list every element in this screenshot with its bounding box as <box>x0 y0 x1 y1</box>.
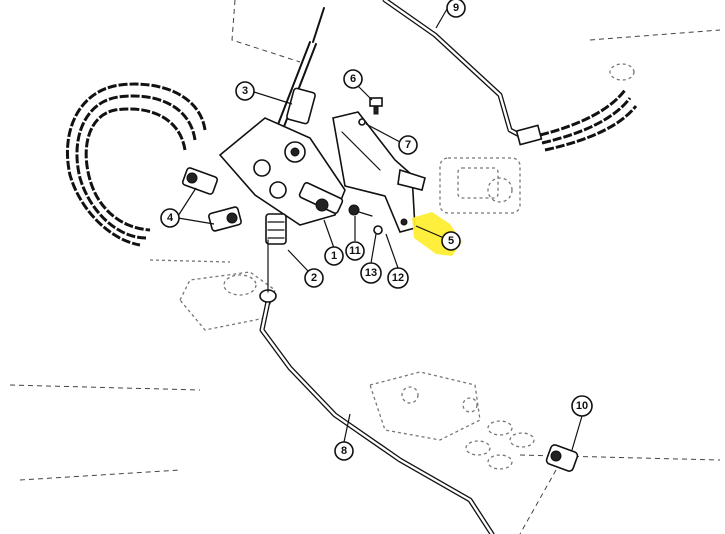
callout-9[interactable]: 9 <box>435 0 466 29</box>
callout-label: 5 <box>448 235 454 247</box>
callout-label: 3 <box>242 85 248 97</box>
mounting-bracket[interactable] <box>332 111 426 233</box>
hardware-small[interactable] <box>348 97 383 235</box>
callout-label: 13 <box>365 267 377 279</box>
callout-label: 11 <box>349 245 361 257</box>
callout-11[interactable]: 11 <box>345 216 365 261</box>
control-valve-outline <box>369 371 535 470</box>
callout-3[interactable]: 3 <box>235 81 293 105</box>
callout-2[interactable]: 2 <box>287 249 324 288</box>
callout-label: 4 <box>167 212 174 224</box>
callout-label: 9 <box>453 2 459 14</box>
callout-6[interactable]: 6 <box>343 69 373 101</box>
callout-label: 10 <box>576 400 588 412</box>
control-lever[interactable] <box>271 7 325 143</box>
callout-10[interactable]: 10 <box>571 395 593 451</box>
fitting-elbows[interactable] <box>181 167 242 232</box>
callout-8[interactable]: 8 <box>334 413 354 461</box>
background-construction-lines <box>9 0 721 481</box>
callout-4[interactable]: 4 <box>160 187 215 228</box>
tube-assembly-lower[interactable] <box>259 239 495 534</box>
hydraulic-hoses[interactable] <box>65 82 207 247</box>
pump-outline <box>439 157 521 214</box>
fitting-straight[interactable] <box>265 213 287 245</box>
callout-7[interactable]: 7 <box>365 123 418 155</box>
callout-label: 2 <box>311 272 317 284</box>
callout-label: 12 <box>392 272 404 284</box>
callout-label: 6 <box>350 73 356 85</box>
callout-label: 8 <box>341 445 347 457</box>
callout-5[interactable]: 5 <box>415 225 461 251</box>
tube-assembly-upper[interactable] <box>382 0 638 152</box>
cylinder-outline <box>149 259 276 331</box>
callout-12[interactable]: 12 <box>385 233 409 289</box>
valve-body[interactable] <box>218 117 346 226</box>
callout-1[interactable]: 1 <box>323 219 344 266</box>
callout-13[interactable]: 13 <box>360 233 382 284</box>
fitting-elbow-lower[interactable] <box>519 444 579 534</box>
callout-label: 1 <box>331 250 337 262</box>
callout-label: 7 <box>405 139 411 151</box>
